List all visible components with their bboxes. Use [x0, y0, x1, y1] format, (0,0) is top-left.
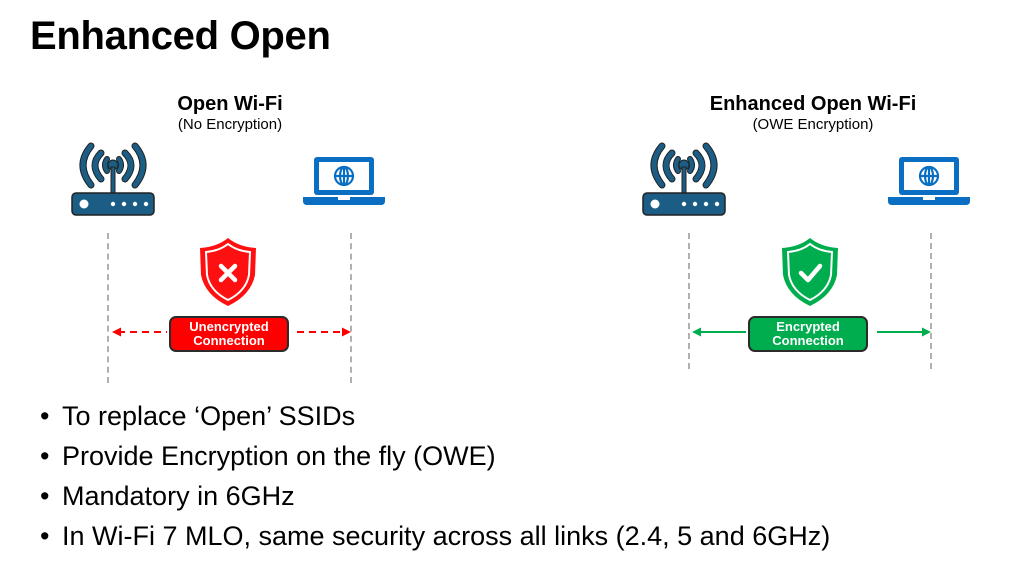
router-guide-line	[107, 233, 109, 383]
bullet-text: Mandatory in 6GHz	[62, 481, 295, 511]
unencrypted-arrow-left	[112, 326, 170, 338]
bullet-item: • To replace ‘Open’ SSIDs	[40, 396, 830, 436]
wifi-router-icon	[71, 142, 155, 217]
encrypted-arrow-right	[875, 326, 931, 338]
badge-line-2: Connection	[772, 333, 844, 348]
bullet-dot: •	[40, 401, 50, 431]
client-guide-line	[930, 233, 932, 369]
bullet-dot: •	[40, 441, 50, 471]
router-guide-line	[688, 233, 690, 369]
bullet-text: In Wi-Fi 7 MLO, same security across all…	[62, 521, 831, 551]
badge-line-2: Connection	[193, 333, 265, 348]
laptop-globe-icon	[887, 155, 971, 207]
encrypted-arrow-left	[692, 326, 748, 338]
unencrypted-connection-badge: Unencrypted Connection	[169, 316, 289, 352]
badge-line-1: Unencrypted	[189, 319, 269, 334]
open-wifi-subtitle: (No Encryption)	[177, 116, 283, 133]
wifi-router-icon	[642, 142, 726, 217]
bullet-text: Provide Encryption on the fly (OWE)	[62, 441, 496, 471]
enhanced-open-title: Enhanced Open Wi-Fi	[709, 93, 917, 115]
bullet-list: • To replace ‘Open’ SSIDs • Provide Encryp…	[40, 396, 830, 556]
shield-x-icon	[199, 237, 257, 307]
bullet-dot: •	[40, 521, 50, 551]
slide-title: Enhanced Open	[30, 14, 331, 58]
shield-check-icon	[781, 237, 839, 307]
bullet-item: • Provide Encryption on the fly (OWE)	[40, 436, 830, 476]
open-wifi-header: Open Wi-Fi (No Encryption)	[130, 92, 330, 134]
open-wifi-title: Open Wi-Fi	[177, 93, 283, 115]
encrypted-connection-badge: Encrypted Connection	[748, 316, 868, 352]
unencrypted-arrow-right	[295, 326, 351, 338]
bullet-dot: •	[40, 481, 50, 511]
client-guide-line	[350, 233, 352, 383]
badge-line-1: Encrypted	[776, 319, 840, 334]
laptop-globe-icon	[302, 155, 386, 207]
bullet-text: To replace ‘Open’ SSIDs	[62, 401, 356, 431]
bullet-item: • Mandatory in 6GHz	[40, 476, 830, 516]
enhanced-open-header: Enhanced Open Wi-Fi (OWE Encryption)	[683, 92, 943, 134]
bullet-item: • In Wi-Fi 7 MLO, same security across al…	[40, 516, 830, 556]
enhanced-open-subtitle: (OWE Encryption)	[752, 116, 874, 133]
